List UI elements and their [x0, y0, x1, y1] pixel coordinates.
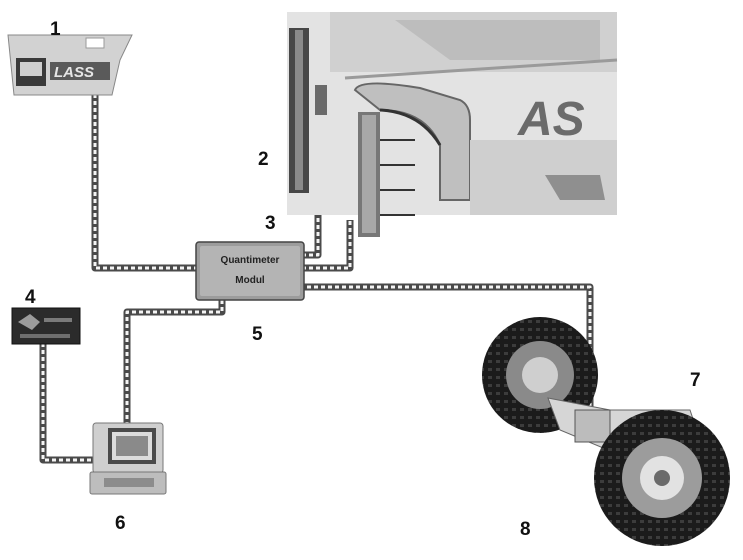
label-6: 6	[115, 514, 126, 533]
label-7: 7	[690, 371, 701, 390]
display-unit	[12, 308, 80, 344]
harvester-brand: AS	[517, 93, 585, 146]
cab-brand: LASS	[54, 64, 94, 81]
cable-module-to-terminal	[127, 300, 222, 423]
axle-assembly	[482, 317, 730, 546]
cab-roof: LASS	[8, 35, 132, 95]
label-8: 8	[520, 520, 531, 539]
harvester: AS	[287, 12, 617, 237]
label-5: 5	[252, 325, 263, 344]
label-3: 3	[265, 214, 276, 233]
cable-module-to-sensor-b	[302, 220, 350, 268]
cable-display-to-terminal	[43, 343, 97, 460]
quantimeter-module: Quantimeter Modul	[196, 242, 304, 300]
module-text-line1: Quantimeter	[221, 255, 280, 266]
module-text-line2: Modul	[235, 275, 265, 286]
label-2: 2	[258, 150, 269, 169]
terminal	[90, 423, 166, 494]
label-4: 4	[25, 288, 36, 307]
label-1: 1	[50, 20, 61, 39]
